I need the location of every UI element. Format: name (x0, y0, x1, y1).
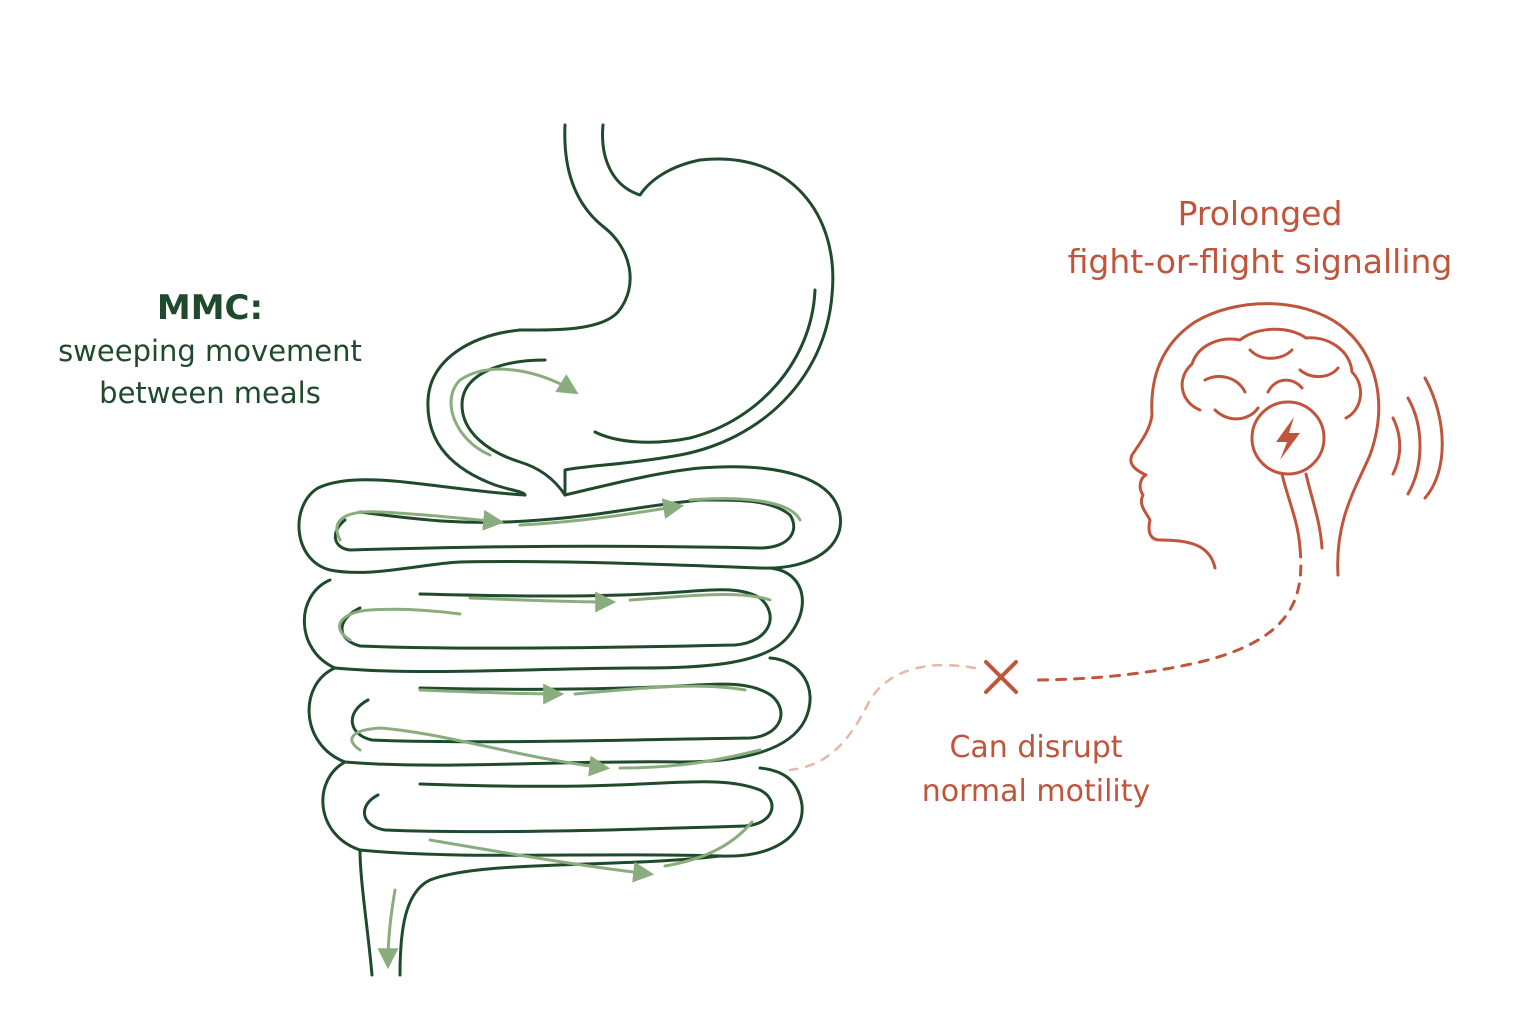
flow-arrow-row-4a (350, 726, 611, 777)
duodenum-inner (460, 358, 567, 497)
signal-wave-2 (1406, 396, 1422, 496)
mmc-description-line-2: between meals (99, 376, 321, 410)
brain-outline (1180, 327, 1362, 420)
coil-1-outer (297, 465, 843, 574)
stress-label-line-1: Prolonged (1177, 194, 1343, 233)
coil-2-inner (340, 588, 772, 650)
terminal-ileum-right (398, 854, 722, 977)
small-intestine (297, 465, 843, 977)
brain-fold-1 (1203, 375, 1247, 394)
flow-arrow-row-2c (338, 607, 462, 642)
flow-arrow-row-2b (628, 593, 772, 602)
head-brain-icon (1129, 302, 1444, 577)
esophagus-right-wall (601, 123, 702, 197)
flow-arrow-row-1a (335, 509, 505, 542)
brain-fold-5 (1266, 378, 1304, 394)
disruption-label-line-2: normal motility (921, 774, 1151, 809)
stress-label-line-2: fight-or-flight signalling (1067, 242, 1453, 281)
coil-3-outer (307, 656, 812, 767)
mmc-label: MMC: sweeping movement between meals (30, 286, 390, 414)
signal-wave-1 (1391, 416, 1402, 476)
esophagus-left-wall (518, 123, 632, 332)
head-profile (1129, 302, 1381, 577)
duodenum-outer (426, 328, 527, 497)
coil-3-inner (350, 682, 783, 744)
coil-1-inner (334, 498, 796, 552)
mmc-flow-arrows (335, 367, 802, 970)
coil-2-outer (302, 566, 804, 674)
flow-arrow-duodenum (449, 367, 579, 457)
disruption-label-line-1: Can disrupt (949, 730, 1123, 765)
brainstem-left (1280, 472, 1302, 550)
flow-arrow-row-3a (418, 683, 565, 705)
mmc-description-line-1: sweeping movement (58, 334, 362, 368)
stomach-inner-curve (593, 288, 817, 444)
flow-arrow-row-5a (428, 838, 655, 883)
brain-fold-4 (1213, 406, 1260, 421)
coil-4-inner (362, 780, 774, 834)
stress-label: Prolonged fight-or-flight signalling (1030, 190, 1490, 286)
stomach (518, 123, 835, 497)
mmc-title: MMC: (156, 288, 264, 328)
coil-4-outer (321, 760, 804, 858)
signal-wave-3 (1423, 376, 1444, 500)
blocked-x-icon (984, 660, 1018, 694)
terminal-ileum-left (358, 848, 374, 977)
flow-arrow-row-1c (688, 497, 802, 522)
signal-dashed-line-faded (788, 663, 977, 772)
brain-fold-2 (1248, 348, 1294, 360)
brain-fold-3 (1298, 366, 1340, 378)
stress-signal-path (788, 546, 1303, 772)
duodenum (426, 328, 567, 497)
brainstem-right (1304, 472, 1324, 550)
stress-node-circle (1250, 400, 1326, 476)
flow-arrow-exit (377, 888, 399, 970)
flow-arrow-row-2a (468, 591, 617, 613)
lightning-icon (1276, 417, 1300, 460)
disruption-label: Can disrupt normal motility (896, 726, 1176, 814)
flow-arrow-row-3b (573, 684, 747, 696)
stomach-outer-wall (563, 157, 835, 497)
signal-dashed-line-upper (1028, 546, 1303, 682)
flow-arrow-row-5b (663, 820, 754, 868)
flow-arrow-row-1b (518, 498, 685, 527)
flow-arrow-row-4b (618, 748, 762, 770)
